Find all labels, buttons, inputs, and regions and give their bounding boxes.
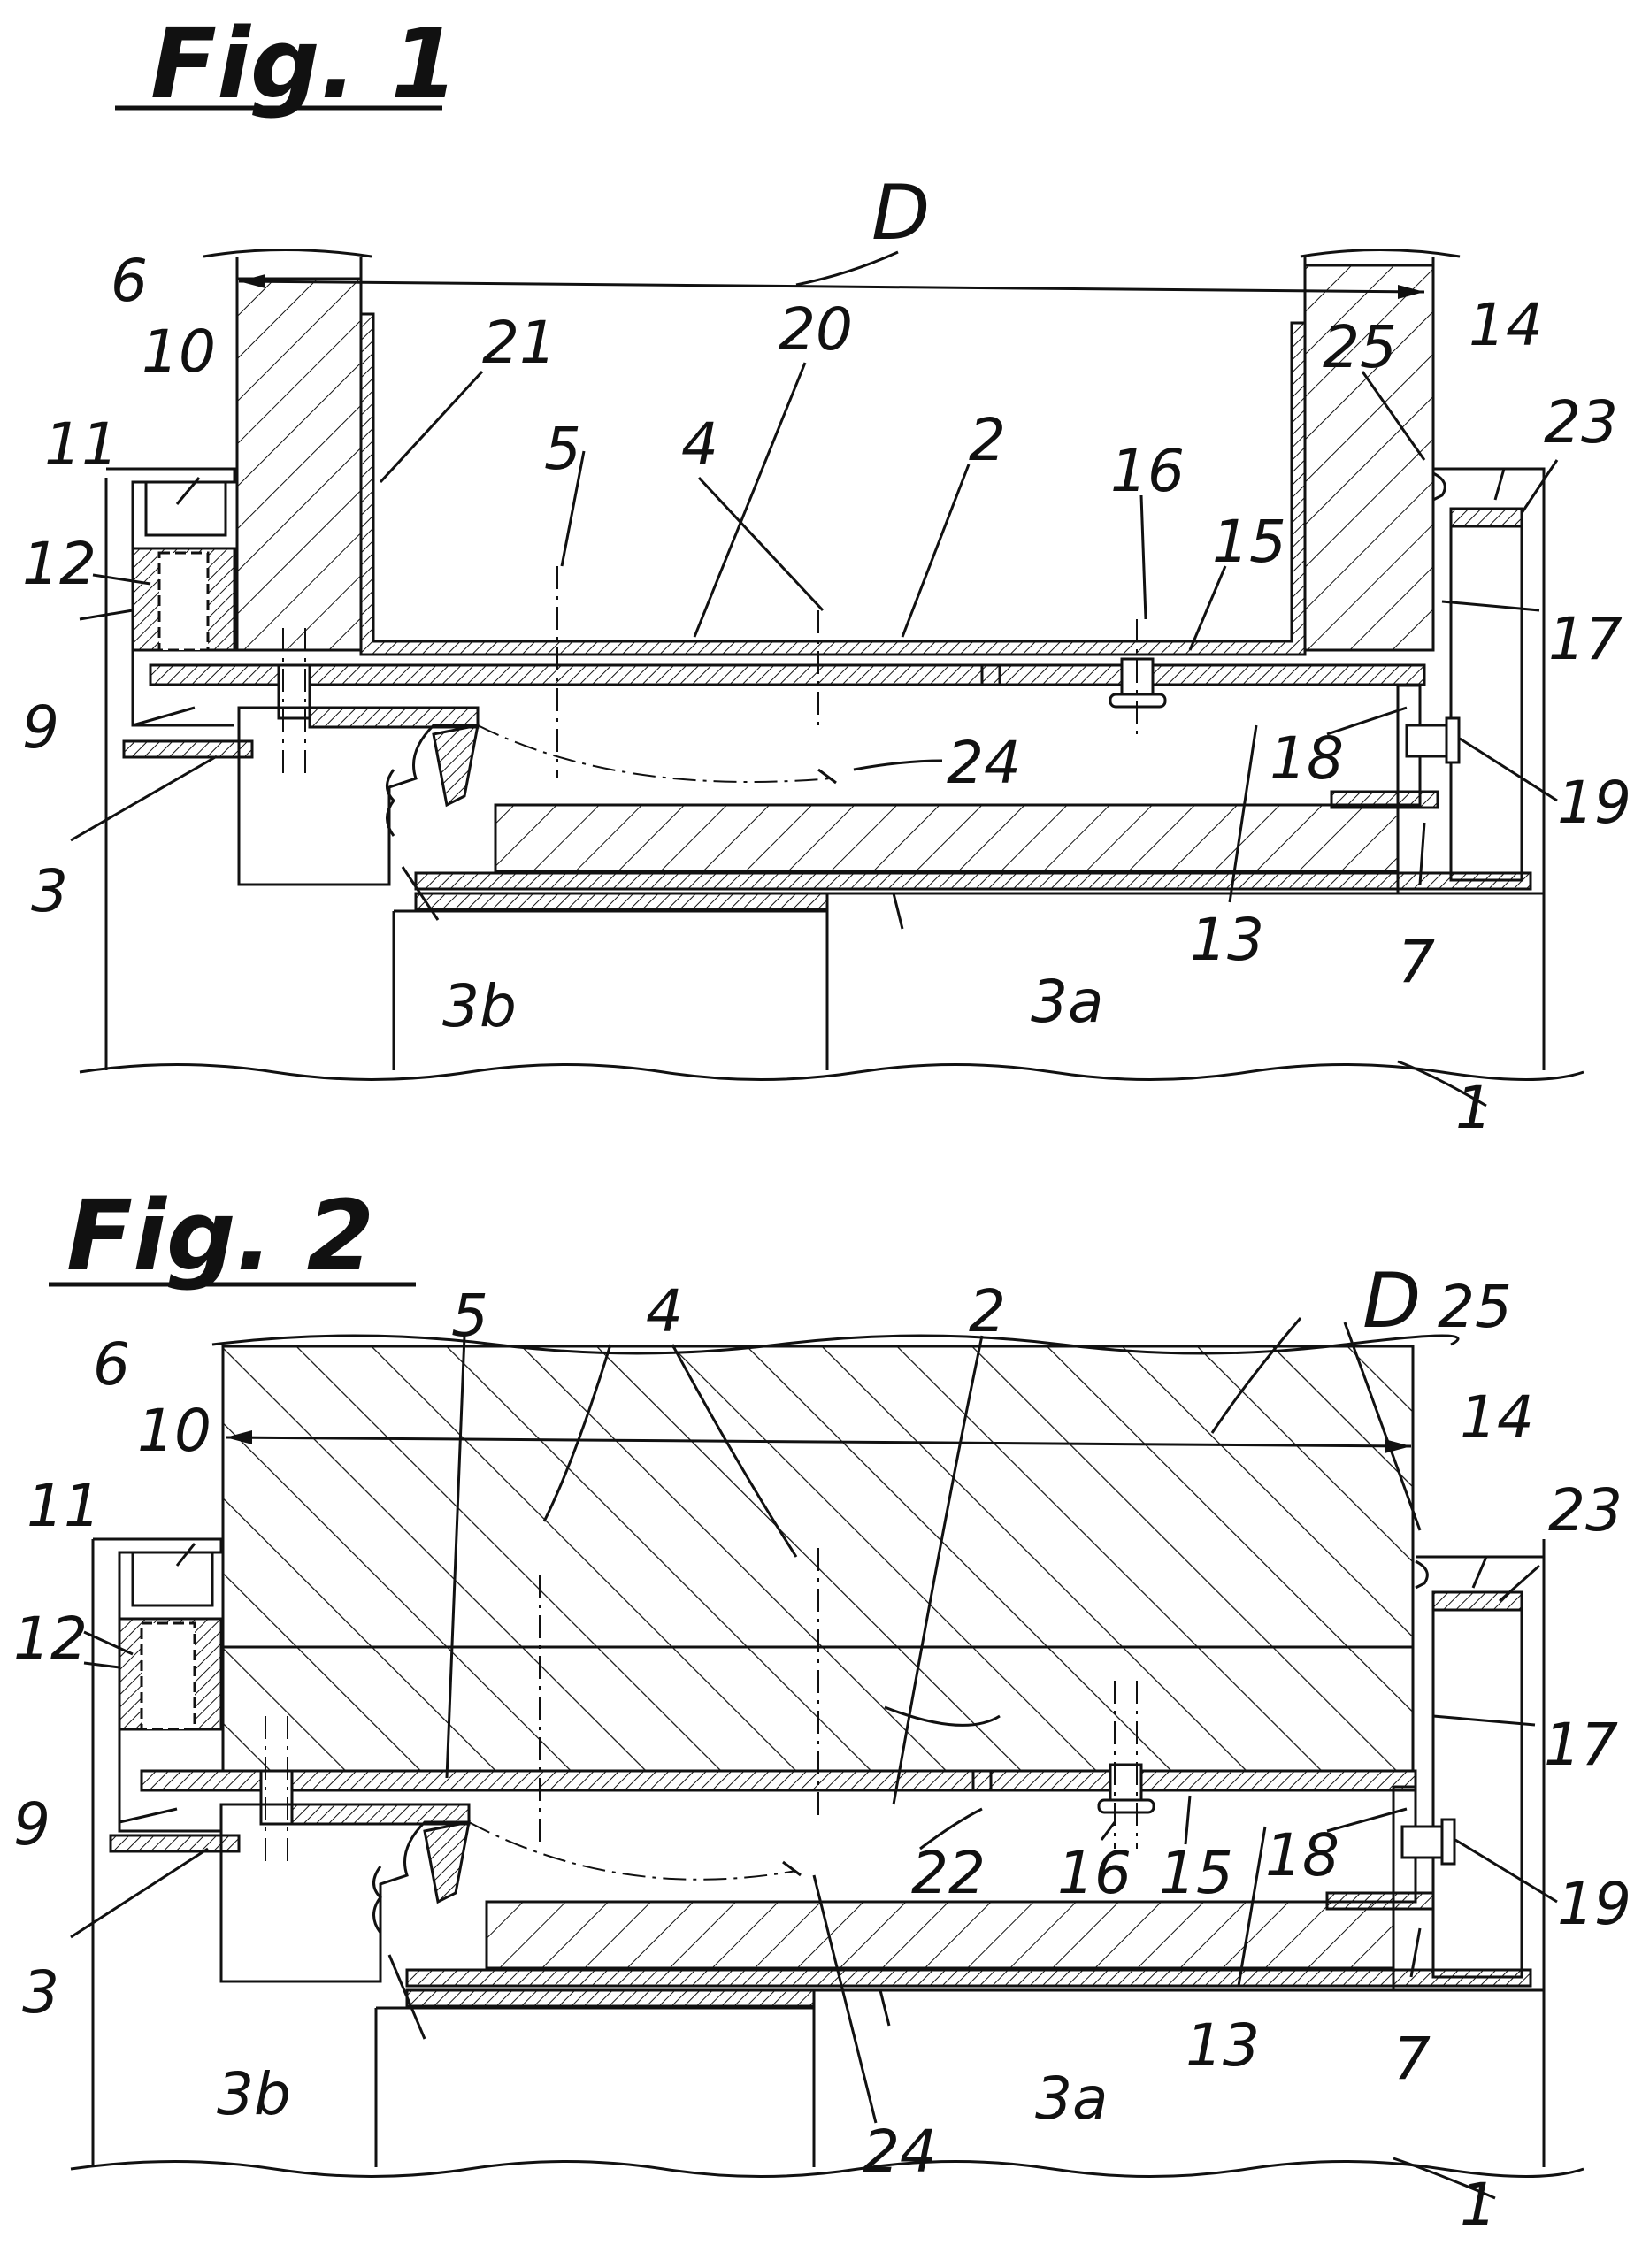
label-17: 17 xyxy=(1548,605,1623,673)
label-18: 18 xyxy=(1265,1821,1339,1889)
label-3: 3 xyxy=(22,1958,59,2027)
bottom-slab xyxy=(495,805,1398,871)
spring-24 xyxy=(478,725,832,782)
label-5: 5 xyxy=(544,415,581,483)
label-3a: 3a xyxy=(1031,968,1103,1036)
label-24: 24 xyxy=(947,729,1021,797)
label-25: 25 xyxy=(1438,1273,1512,1341)
label-6: 6 xyxy=(93,1330,130,1398)
break-line-bottom xyxy=(80,1065,1584,1080)
label-2: 2 xyxy=(969,1277,1006,1345)
figure-2-title: Fig. 2 xyxy=(66,1179,374,1292)
seal-3b xyxy=(434,725,478,805)
label-7: 7 xyxy=(1398,928,1435,996)
label-13: 13 xyxy=(1190,906,1264,974)
base-plate-3a xyxy=(416,873,1531,889)
label-9: 9 xyxy=(13,1790,50,1858)
label-3b: 3b xyxy=(217,2060,291,2128)
plate xyxy=(142,1771,1416,1790)
label-13: 13 xyxy=(1185,2011,1260,2080)
label-7: 7 xyxy=(1393,2025,1431,2093)
label-6: 6 xyxy=(111,247,148,315)
label-14: 14 xyxy=(1469,291,1543,359)
label-21: 21 xyxy=(482,309,556,377)
label-10: 10 xyxy=(137,1397,211,1465)
label-4: 4 xyxy=(646,1277,683,1345)
label-16: 16 xyxy=(1057,1839,1132,1907)
break-line-bottom xyxy=(71,2162,1584,2177)
label-1: 1 xyxy=(1460,2171,1497,2239)
spring-24 xyxy=(469,1822,796,1880)
roller xyxy=(159,553,208,650)
label-d: D xyxy=(1362,1257,1421,1345)
label-23: 23 xyxy=(1548,1476,1623,1544)
label-12: 12 xyxy=(13,1605,88,1673)
label-23: 23 xyxy=(1544,388,1618,456)
label-12: 12 xyxy=(22,530,96,598)
left-block xyxy=(237,279,361,650)
label-3a: 3a xyxy=(1035,2065,1108,2133)
bottom-slab xyxy=(487,1902,1393,1968)
label-d: D xyxy=(871,169,930,257)
label-25: 25 xyxy=(1323,313,1397,381)
figure-1: Fig. 1 xyxy=(22,7,1631,1142)
label-19: 19 xyxy=(1557,1870,1631,1938)
label-10: 10 xyxy=(142,318,216,386)
label-1: 1 xyxy=(1455,1074,1492,1142)
label-19: 19 xyxy=(1557,769,1631,837)
label-3b: 3b xyxy=(442,972,517,1040)
label-17: 17 xyxy=(1544,1711,1618,1779)
label-16: 16 xyxy=(1110,437,1185,505)
roller xyxy=(142,1623,195,1729)
label-11: 11 xyxy=(44,410,119,479)
label-4: 4 xyxy=(681,410,718,479)
label-5: 5 xyxy=(451,1282,488,1350)
label-3: 3 xyxy=(31,857,68,925)
plate xyxy=(150,665,1424,685)
label-15: 15 xyxy=(1159,1839,1233,1907)
label-9: 9 xyxy=(22,693,59,762)
label-15: 15 xyxy=(1212,508,1286,576)
screw-19 xyxy=(1407,725,1446,756)
dimension-d xyxy=(239,281,1424,292)
label-24: 24 xyxy=(863,2118,937,2186)
figure-2: Fig. 2 xyxy=(13,1179,1631,2239)
label-2: 2 xyxy=(969,406,1006,474)
label-14: 14 xyxy=(1460,1383,1534,1452)
base-plate-3a xyxy=(407,1970,1531,1986)
label-18: 18 xyxy=(1270,724,1344,793)
figure-1-title: Fig. 1 xyxy=(150,7,458,120)
label-20: 20 xyxy=(779,295,853,364)
screw-19 xyxy=(1402,1827,1442,1858)
label-11: 11 xyxy=(27,1472,101,1540)
label-22: 22 xyxy=(911,1839,986,1907)
seal-3b xyxy=(425,1822,469,1902)
